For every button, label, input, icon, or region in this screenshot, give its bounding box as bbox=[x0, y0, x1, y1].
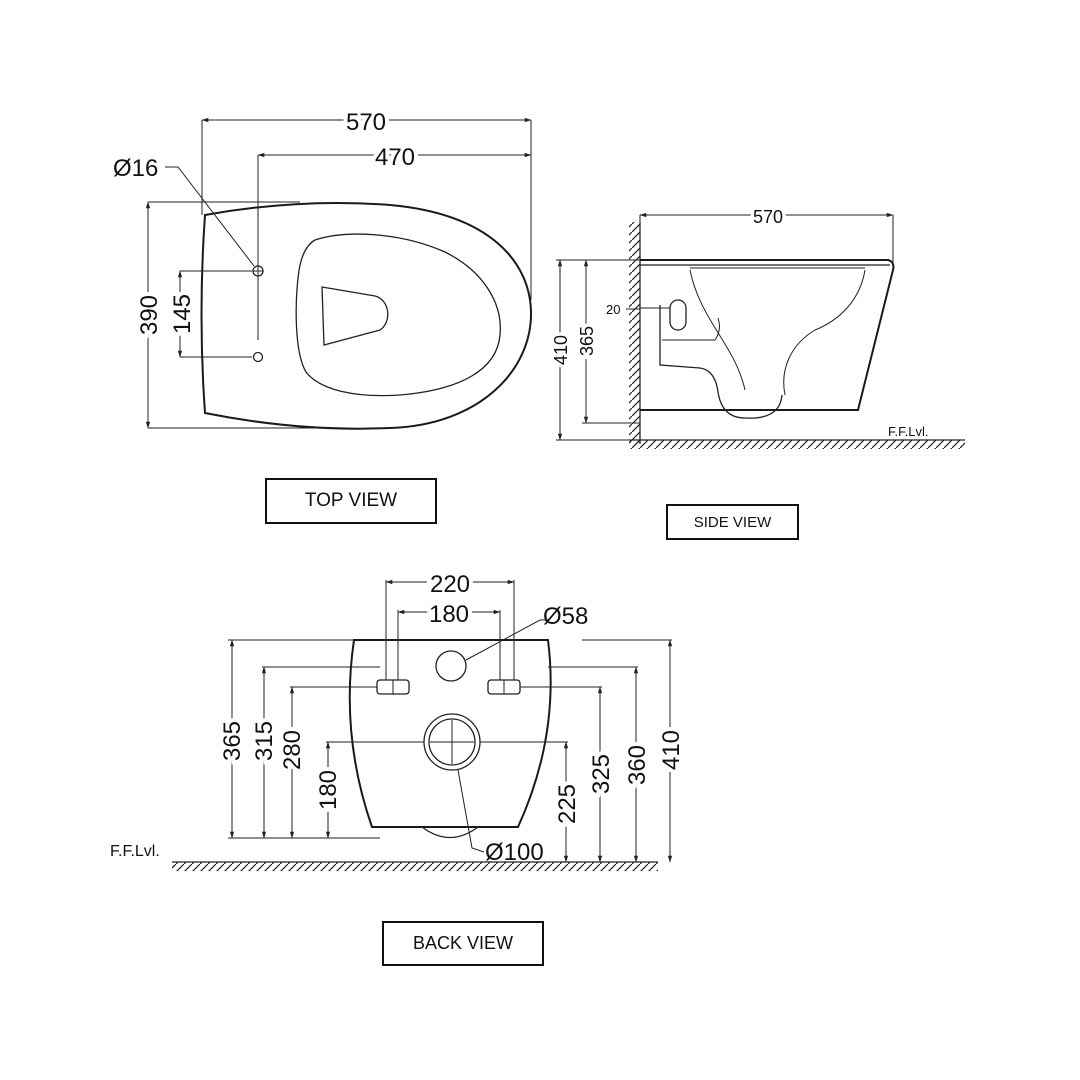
back-dim-325: 325 bbox=[588, 754, 615, 794]
side-dim-570: 570 bbox=[753, 207, 783, 227]
back-floor-label: F.F.Lvl. bbox=[110, 843, 160, 860]
side-view-label: SIDE VIEW bbox=[666, 504, 799, 540]
top-view-bowl bbox=[321, 286, 389, 346]
back-dim-180-top: 180 bbox=[429, 601, 469, 628]
top-dim-390: 390 bbox=[136, 295, 163, 335]
top-view: 570 470 Ø16 390 145 bbox=[113, 105, 533, 430]
back-dim-410: 410 bbox=[658, 730, 685, 770]
wall-hatch bbox=[629, 222, 640, 444]
back-view-body bbox=[348, 639, 552, 828]
back-view: F.F.Lvl. 220 180 Ø58 Ø100 bbox=[110, 567, 689, 871]
top-view-label: TOP VIEW bbox=[265, 478, 437, 524]
side-dim-410: 410 bbox=[551, 335, 571, 365]
back-dim-inlet-dia: Ø58 bbox=[543, 603, 588, 630]
top-dim-hole-dia: Ø16 bbox=[113, 155, 158, 182]
side-dim-365: 365 bbox=[577, 326, 597, 356]
back-dim-220: 220 bbox=[430, 571, 470, 598]
top-dim-570: 570 bbox=[346, 109, 386, 136]
water-inlet bbox=[435, 650, 467, 682]
back-dim-315: 315 bbox=[251, 721, 278, 761]
side-dim-20: 20 bbox=[606, 302, 620, 317]
top-dim-470: 470 bbox=[375, 144, 415, 171]
side-floor-label: F.F.Lvl. bbox=[888, 424, 928, 439]
top-view-rim bbox=[295, 233, 501, 397]
back-dim-360: 360 bbox=[624, 745, 651, 785]
back-dim-180: 180 bbox=[315, 770, 342, 810]
back-dim-365: 365 bbox=[219, 721, 246, 761]
fixing-hole-lower bbox=[252, 351, 264, 363]
back-floor-hatch bbox=[172, 862, 658, 871]
top-dim-145: 145 bbox=[169, 294, 196, 334]
back-dim-225: 225 bbox=[554, 784, 581, 824]
fixing-slot bbox=[669, 299, 687, 331]
side-view-body bbox=[640, 259, 895, 411]
side-floor-hatch bbox=[629, 440, 965, 449]
back-view-label: BACK VIEW bbox=[382, 921, 544, 966]
back-dim-280: 280 bbox=[279, 730, 306, 770]
back-dim-outlet-dia: Ø100 bbox=[485, 839, 544, 866]
top-view-outline bbox=[200, 201, 533, 430]
side-view: 20 570 410 365 F.F.Lvl. bbox=[548, 204, 965, 449]
